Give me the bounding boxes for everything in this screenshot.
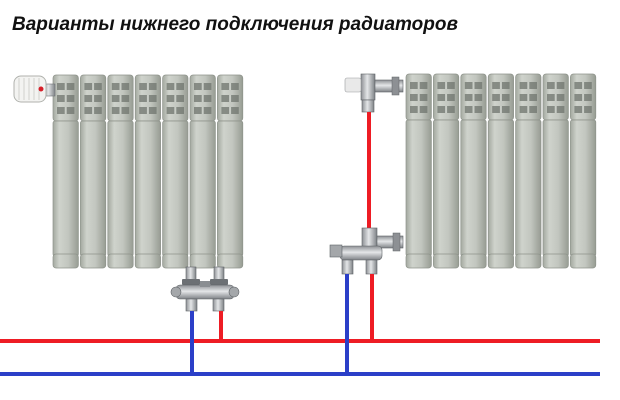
thermostat-head-icon — [13, 75, 56, 103]
radiator-section — [460, 73, 487, 269]
radiator-section — [515, 73, 542, 269]
radiator-section — [570, 73, 597, 269]
radiator-section — [487, 73, 514, 269]
radiator-section — [52, 74, 79, 269]
radiator-section — [80, 74, 107, 269]
radiator-section — [162, 74, 189, 269]
main-pipes — [0, 339, 600, 376]
radiator-right — [329, 73, 597, 374]
radiator-section — [134, 74, 161, 269]
radiator-section — [107, 74, 134, 269]
bottom-valve-icon — [329, 227, 404, 275]
radiator-section — [542, 73, 569, 269]
radiator-left — [13, 74, 244, 374]
angle-valve-icon — [344, 73, 404, 113]
radiator-section — [189, 74, 216, 269]
page-title: Варианты нижнего подключения радиаторов — [12, 14, 458, 35]
radiator-section — [405, 73, 432, 269]
bottom-twin-valve-icon — [170, 266, 240, 312]
radiator-section — [433, 73, 460, 269]
radiator-section — [217, 74, 244, 269]
